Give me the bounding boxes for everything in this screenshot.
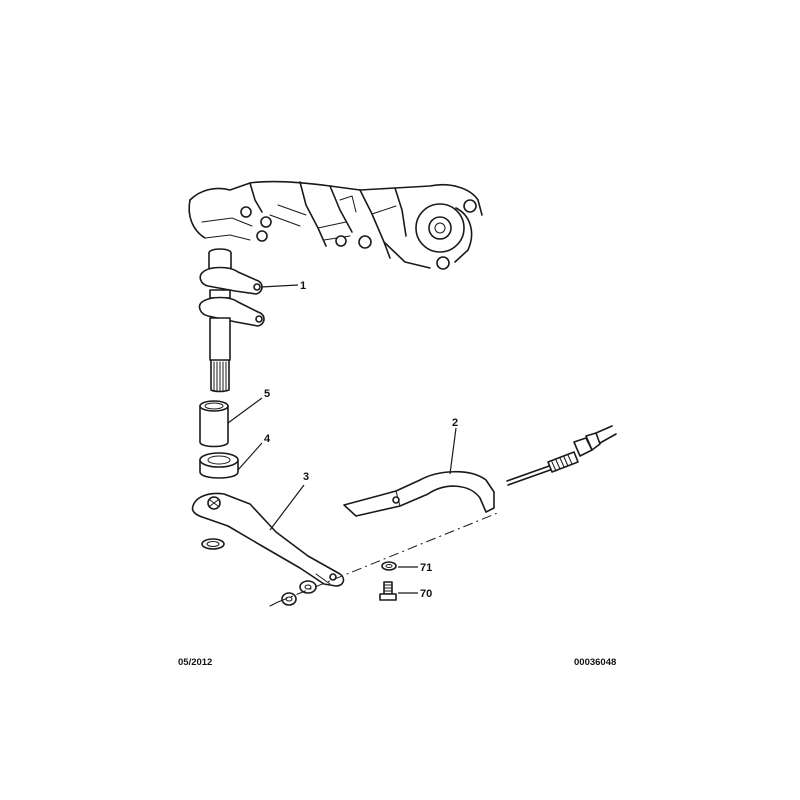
washer-part [381,561,397,571]
callout-5-label: 5 [264,388,270,400]
clutch-cable [506,425,617,486]
fork-shaft-part [198,248,265,393]
callout-2-label: 2 [452,417,458,429]
callout-70-label: 70 [420,588,432,600]
gearbox-housing [188,180,483,270]
callout-71-label: 71 [420,562,432,574]
bush-part [199,400,229,448]
cable-bracket-part [343,470,495,517]
nut-and-washer [269,580,317,607]
seal-part [199,452,239,479]
lever-part [191,492,345,587]
footer-reference: 00036048 [574,657,617,668]
callout-1-label: 1 [300,280,306,292]
callout-4-label: 4 [264,433,271,445]
bolt-part [379,581,397,601]
callout-3-label: 3 [303,471,309,483]
leader-lines [227,284,457,594]
footer-date: 05/2012 [178,657,213,668]
